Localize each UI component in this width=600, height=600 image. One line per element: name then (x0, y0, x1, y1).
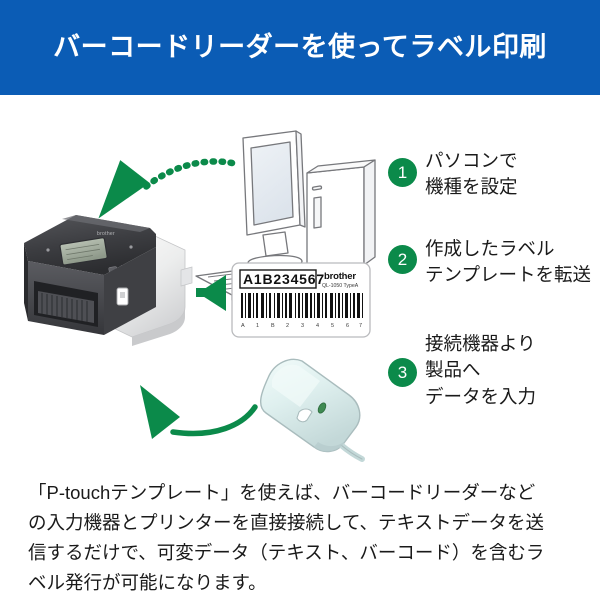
svg-text:A: A (241, 323, 245, 329)
label-model-text: QL-1050 TypeA (322, 283, 359, 289)
step-text-1: パソコンで 機種を設定 (425, 148, 518, 201)
description-line: 「P-touchテンプレート」を使えば、バーコードリーダーなど (28, 482, 536, 503)
scanner-illustration (259, 358, 365, 462)
arrow-pc-to-printer-dotted (98, 158, 236, 219)
svg-text:B: B (271, 323, 275, 329)
scanner-led-icon (317, 402, 327, 414)
step-text-2: 作成したラベル テンプレートを転送 (425, 236, 591, 289)
description-line: の入力機器とプリンターを直接接続して、テキストデータを送 (28, 511, 544, 533)
svg-text:2: 2 (286, 323, 289, 329)
svg-text:4: 4 (316, 323, 319, 329)
page-title: バーコードリーダーを使ってラベル印刷 (53, 32, 547, 62)
step-text-line: 機種を設定 (425, 176, 518, 198)
svg-text:6: 6 (346, 323, 349, 329)
description-paragraph: 「P-touchテンプレート」を使えば、バーコードリーダーなど の入力機器とプリ… (28, 478, 580, 598)
step-text-line: 作成したラベル (425, 238, 555, 259)
svg-text:5: 5 (331, 323, 334, 329)
barcode-bars (241, 293, 363, 318)
step-number-badge-3: 3 (388, 358, 417, 387)
step-text-line: データを入力 (425, 385, 537, 407)
arrow-label-to-printer (196, 275, 226, 311)
printer-illustration: brother (24, 215, 193, 346)
label-code-text: A1B234567 (243, 271, 325, 287)
svg-text:brother: brother (97, 231, 115, 237)
step-text-3: 接続機器より 製品へ データを入力 (425, 331, 536, 410)
step-number-badge-2: 2 (388, 245, 417, 274)
illustration-area: brother (0, 95, 600, 465)
step-text-line: 接続機器より (425, 333, 536, 354)
step-text-line: テンプレートを転送 (425, 264, 591, 286)
svg-text:3: 3 (301, 323, 304, 329)
arrow-scanner-to-printer (140, 385, 258, 439)
svg-text:7: 7 (359, 323, 362, 329)
header-banner: バーコードリーダーを使ってラベル印刷 (0, 0, 600, 95)
step-text-line: 製品へ (425, 359, 481, 381)
step-item-1: 1 パソコンで 機種を設定 (388, 148, 518, 201)
label-illustration: A1B234567 brother QL-1050 TypeA (231, 262, 371, 338)
step-text-line: パソコンで (425, 150, 518, 171)
label-brand-text: brother (324, 271, 356, 282)
svg-text:1: 1 (256, 323, 259, 329)
description-line: 信するだけで、可変データ（テキスト、バーコード）を含むラ (28, 541, 545, 563)
diagram-svg: brother (24, 130, 376, 462)
description-line: ベル発行が可能になります。 (28, 571, 267, 593)
step-item-3: 3 接続機器より 製品へ データを入力 (388, 331, 536, 410)
barcode-digits: A 1 B 2 3 4 5 6 7 (241, 323, 362, 329)
step-number-badge-1: 1 (388, 158, 417, 187)
step-item-2: 2 作成したラベル テンプレートを転送 (388, 236, 591, 289)
